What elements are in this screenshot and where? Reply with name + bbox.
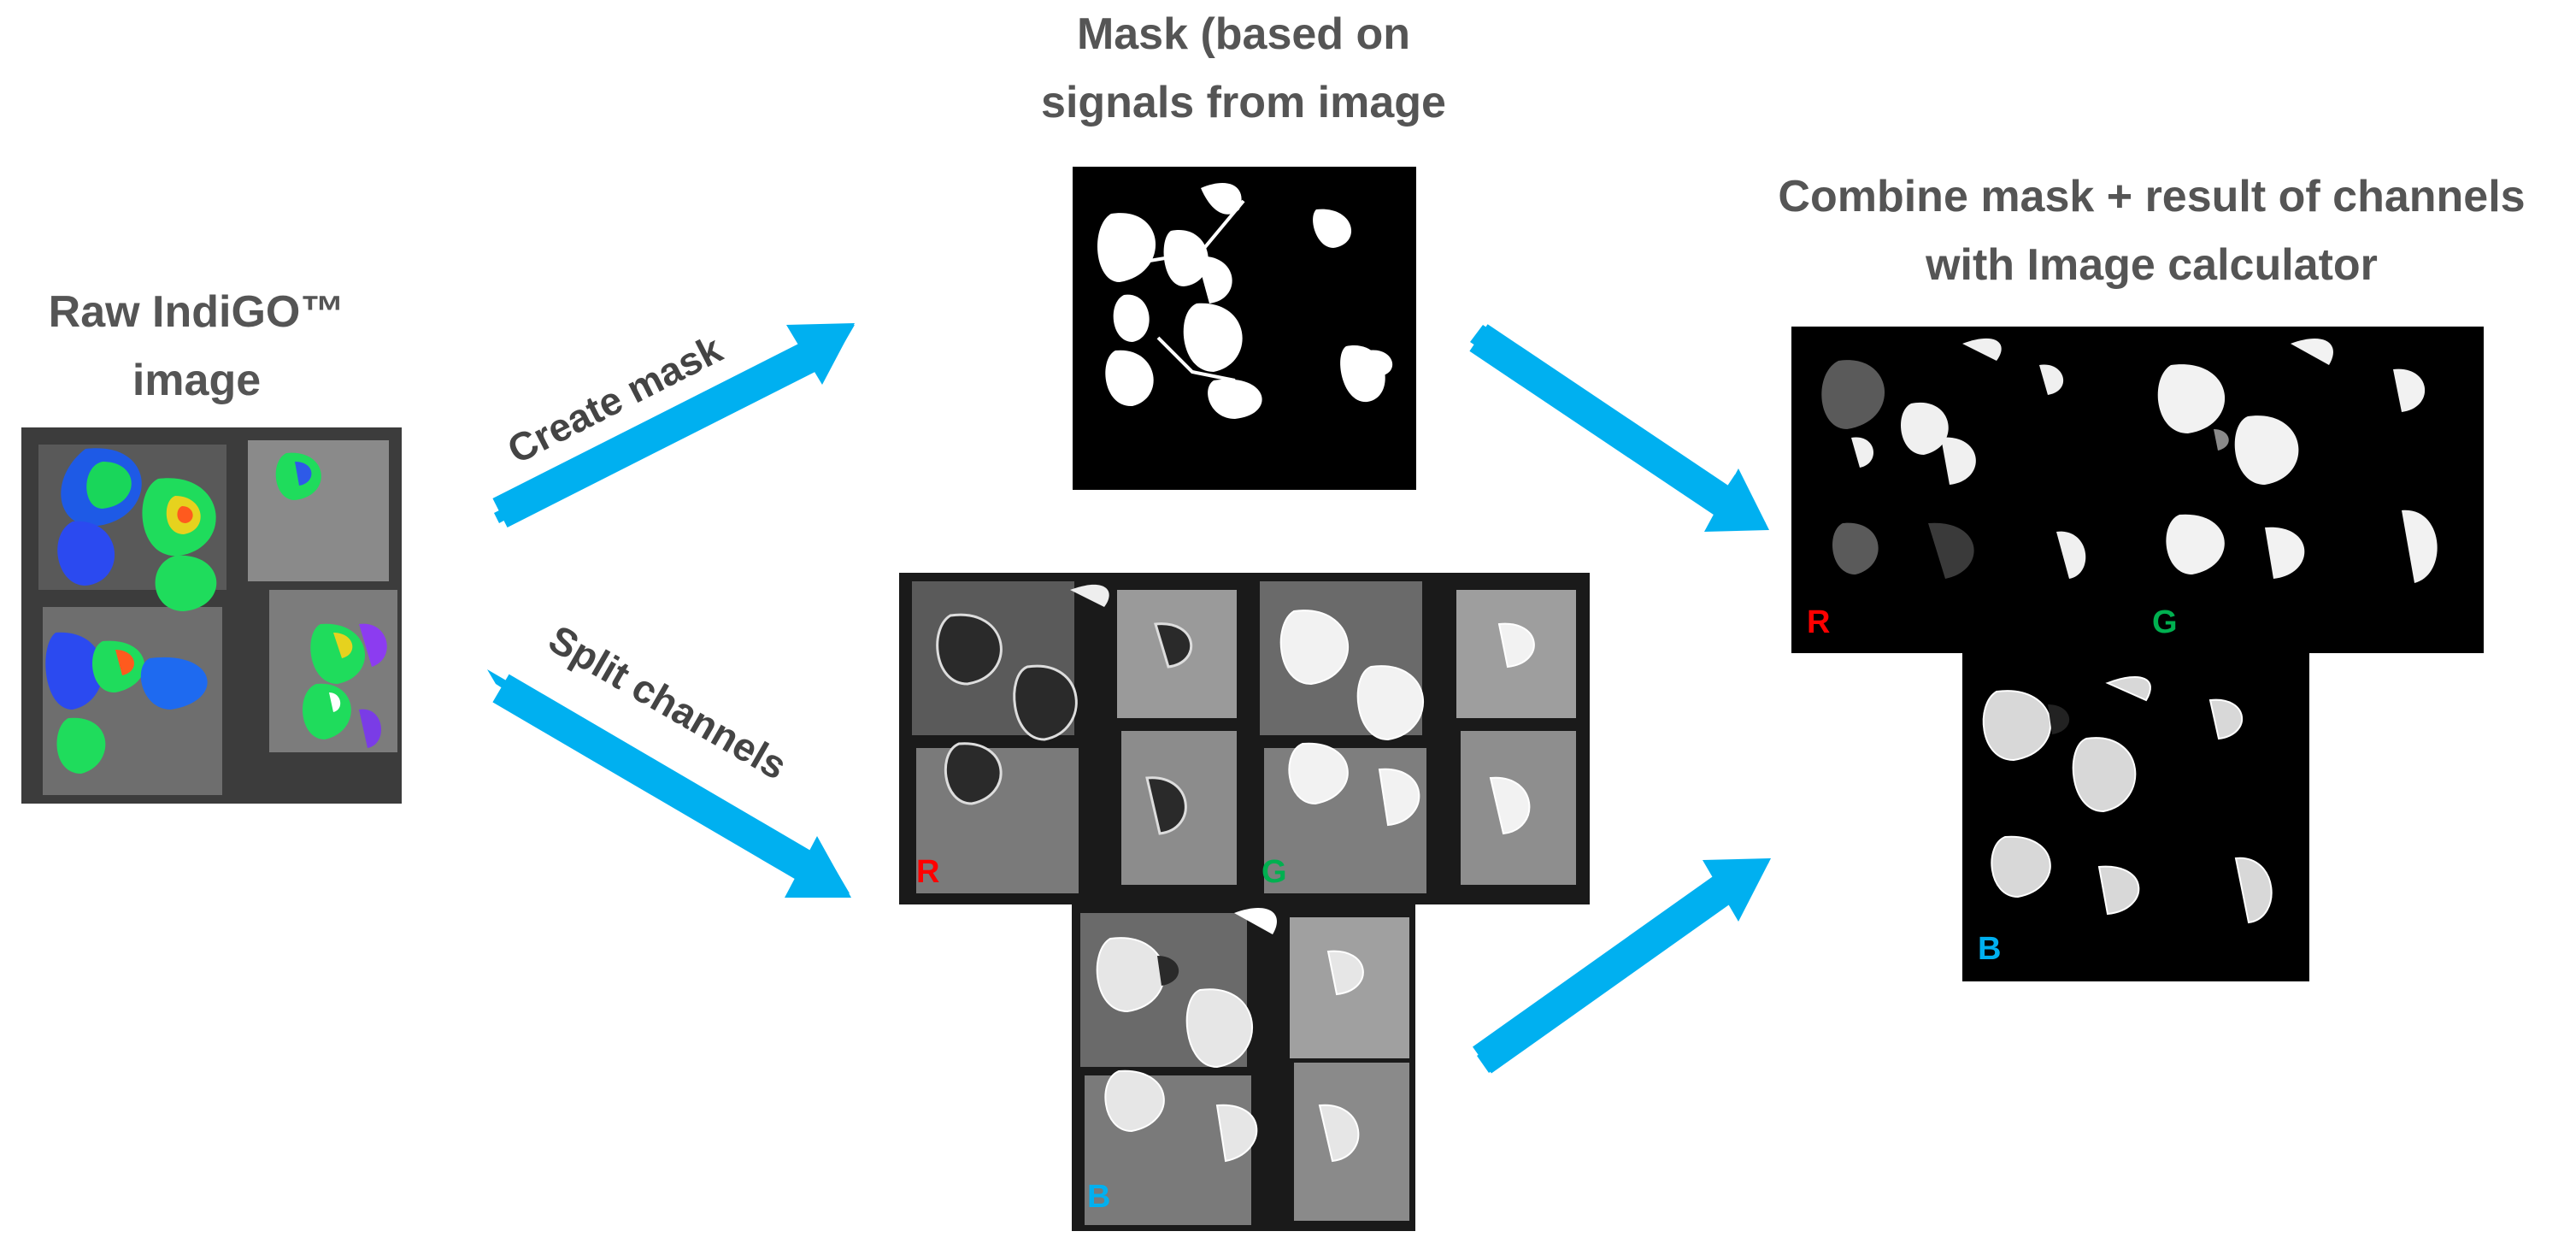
- arrow-shafts-layer: [0, 0, 2576, 1249]
